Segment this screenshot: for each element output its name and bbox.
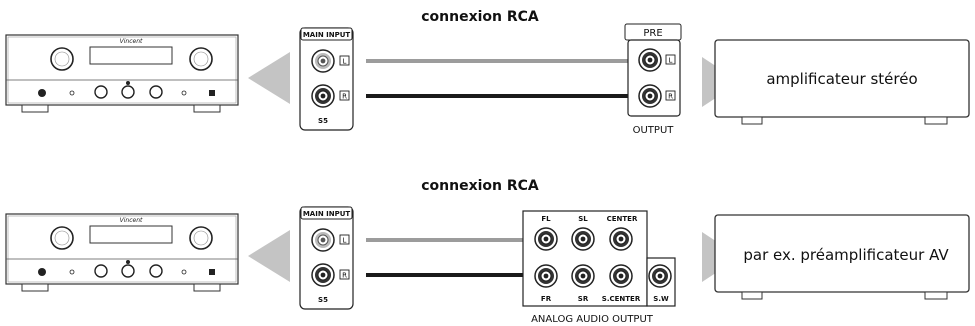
bottom-row: connexion RCA Vincent MAIN INPUT L R S5 … [5,178,970,325]
bottom-ch-center-label: CENTER [607,215,638,223]
bottom-amplifier: Vincent [5,213,239,292]
top-pre-jack-left [638,48,662,72]
bottom-target-label: par ex. préamplificateur AV [743,246,949,264]
top-amplifier: Vincent [5,34,239,113]
top-title: connexion RCA [421,9,539,25]
bottom-ch-sw-label: S.W [653,295,669,303]
bottom-ch-sl-label: SL [578,215,588,223]
bottom-amp-brand: Vincent [120,217,143,224]
bottom-main-input-label: MAIN INPUT [303,210,351,218]
bottom-input-model: S5 [318,296,328,304]
top-main-input-panel: MAIN INPUT L R S5 [299,27,354,131]
bottom-input-left-label: L [343,237,347,245]
bottom-input-jack-right [311,263,335,287]
bottom-signal-arrow [248,230,290,282]
top-signal-arrow [248,52,290,104]
bottom-target-device: par ex. préamplificateur AV [702,214,970,300]
top-amp-brand: Vincent [120,38,143,45]
top-input-left-label: L [343,58,347,66]
bottom-ch-fr-label: FR [541,295,552,303]
top-pre-right-label: R [668,93,673,101]
bottom-jack-scenter [609,264,633,288]
bottom-main-input-panel: MAIN INPUT L R S5 [299,206,354,310]
bottom-input-right-label: R [342,272,347,280]
bottom-jack-fr [534,264,558,288]
top-pre-output-panel: PRE L R OUTPUT [624,23,682,136]
top-pre-jack-right [638,84,662,108]
bottom-jack-fl [534,227,558,251]
top-target-label: amplificateur stéréo [766,70,917,88]
bottom-jack-sr [571,264,595,288]
bottom-jack-center [609,227,633,251]
top-input-jack-left [311,49,335,73]
bottom-ch-fl-label: FL [541,215,551,223]
top-main-input-label: MAIN INPUT [303,31,351,39]
bottom-jack-sl [571,227,595,251]
top-input-model: S5 [318,117,328,125]
top-input-right-label: R [342,93,347,101]
bottom-title: connexion RCA [421,178,539,194]
top-output-caption: OUTPUT [633,125,675,136]
top-input-jack-right [311,84,335,108]
top-target-device: amplificateur stéréo [702,39,970,125]
top-row: connexion RCA Vincent MAIN INPUT L R S5 … [5,9,970,136]
top-pre-left-label: L [669,57,673,65]
bottom-ch-scenter-label: S.CENTER [602,295,641,303]
bottom-input-jack-left [311,228,335,252]
bottom-jack-sw [648,264,672,288]
top-pre-label: PRE [643,28,662,39]
bottom-output-caption: ANALOG AUDIO OUTPUT [531,314,654,325]
bottom-ch-sr-label: SR [578,295,589,303]
bottom-analog-output-panel: FL SL CENTER FR SR S.CENTER S.W ANALOG A… [522,210,676,325]
